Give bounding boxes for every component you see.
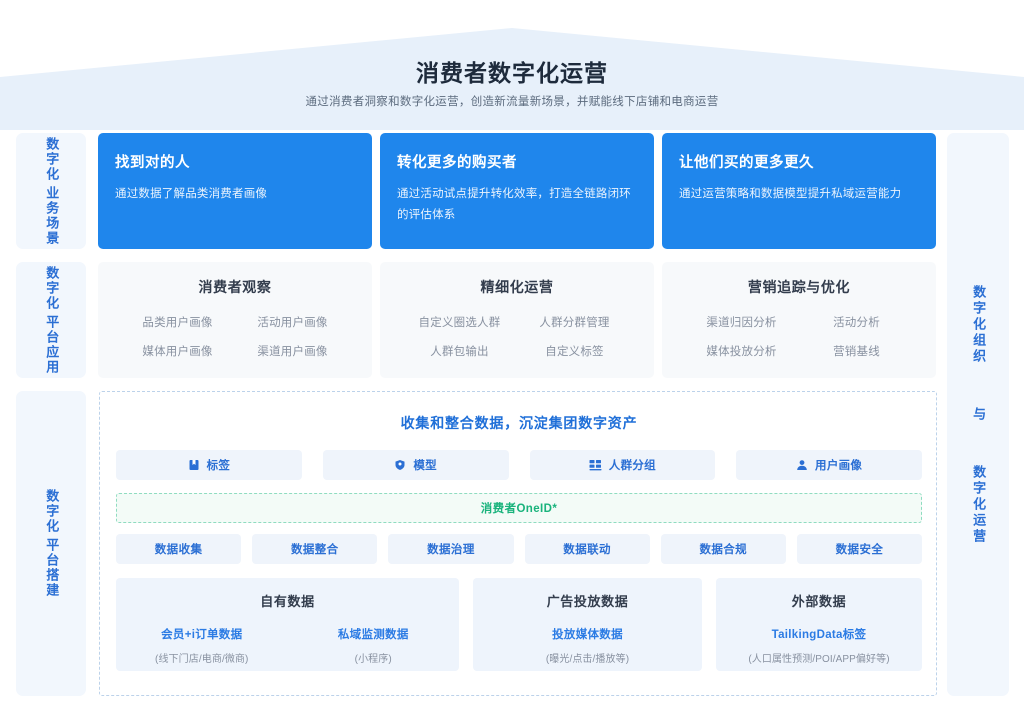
data-source-card-external[interactable]: 外部数据 TailkingData标签 (人口属性预测/POI/APP偏好等) [716,578,922,671]
digital-asset-chip-row: 标签 模型 人群分组 用户画像 [116,450,922,480]
scenario-card-desc: 通过运营策略和数据模型提升私域运营能力 [679,188,902,200]
governance-chip-governance[interactable]: 数据治理 [388,534,514,564]
right-rail-segment-3: 数字化运营 [971,464,987,545]
consumer-oneid-label: 消费者OneID* [480,503,558,515]
rail-label-primary: 数字化 [44,265,60,311]
application-item[interactable]: 活动分析 [833,317,880,329]
rail-label-secondary: 平台搭建 [44,538,60,598]
data-source-item: TailkingData标签 (人口属性预测/POI/APP偏好等) [716,626,922,665]
governance-chip-collection[interactable]: 数据收集 [116,534,242,564]
data-source-item-name: 投放媒体数据 [552,629,623,641]
application-card-title: 消费者观察 [198,279,272,295]
rail-label-secondary: 平台应用 [44,314,60,375]
scenario-card-desc: 通过活动试点提升转化效率，打造全链路闭环的评估体系 [397,188,631,222]
governance-chip-security[interactable]: 数据安全 [796,534,923,564]
data-source-item-note: (线下门店/电商/微商) [155,654,249,665]
application-item[interactable]: 媒体用户画像 [142,346,213,358]
group-grid-icon [589,459,602,471]
user-portrait-icon [796,459,808,471]
scenario-card-2[interactable]: 转化更多的购买者 通过活动试点提升转化效率，打造全链路闭环的评估体系 [380,133,654,249]
application-card-refined-operation[interactable]: 精细化运营 自定义圈选人群 人群分群管理 人群包输出 自定义标签 [380,262,654,378]
application-item-grid: 自定义圈选人群 人群分群管理 人群包输出 自定义标签 [380,314,654,359]
page-title: 消费者数字化运营 [416,60,608,86]
data-governance-chip-row: 数据收集 数据整合 数据治理 数据联动 数据合规 数据安全 [116,534,923,564]
rail-digital-organization: 数字化组织 与 数字化运营 [947,133,1009,696]
application-item[interactable]: 营销基线 [833,346,880,358]
application-item[interactable]: 人群分群管理 [539,317,610,329]
data-source-item-name: 会员+i订单数据 [161,629,243,641]
application-item[interactable]: 活动用户画像 [257,317,328,329]
data-source-title: 广告投放数据 [546,594,629,609]
data-source-item: 会员+i订单数据 (线下门店/电商/微商) [116,626,288,665]
application-item[interactable]: 渠道用户画像 [257,346,328,358]
asset-chip-user-portrait[interactable]: 用户画像 [736,450,922,480]
scenario-card-1[interactable]: 找到对的人 通过数据了解品类消费者画像 [98,133,372,249]
application-card-title: 营销追踪与优化 [747,279,851,295]
rail-label-primary: 数字化 [44,136,60,182]
right-rail-segment-2: 与 [971,406,987,423]
data-source-item-name: 私域监测数据 [337,629,409,641]
scenario-card-title: 让他们买的更多更久 [679,155,814,171]
model-shield-icon [394,459,406,471]
data-source-card-row: 自有数据 会员+i订单数据 (线下门店/电商/微商) 私域监测数据 (小程序) … [116,578,922,671]
scenario-card-title: 转化更多的购买者 [397,155,517,171]
consumer-oneid-banner: 消费者OneID* [116,493,922,523]
application-item[interactable]: 人群包输出 [430,346,489,358]
application-item[interactable]: 自定义圈选人群 [418,317,501,329]
rail-platform-build: 数字化 平台搭建 [16,391,86,696]
application-item[interactable]: 自定义标签 [545,346,604,358]
rail-label-secondary: 业务场景 [44,185,60,246]
asset-chip-crowd-group[interactable]: 人群分组 [529,450,716,480]
data-source-item-note: (曝光/点击/播放等) [545,654,630,665]
asset-chip-label: 人群分组 [608,460,656,472]
asset-chip-model[interactable]: 模型 [322,450,509,480]
scenario-card-desc: 通过数据了解品类消费者画像 [115,188,268,200]
governance-chip-linkage[interactable]: 数据联动 [524,534,650,564]
application-card-consumer-observation[interactable]: 消费者观察 品类用户画像 活动用户画像 媒体用户画像 渠道用户画像 [98,262,372,378]
scenario-card-3[interactable]: 让他们买的更多更久 通过运营策略和数据模型提升私域运营能力 [662,133,936,249]
data-source-title: 外部数据 [791,594,847,609]
application-card-title: 精细化运营 [480,279,554,295]
asset-chip-tag[interactable]: 标签 [116,450,302,480]
platform-build-title: 收集和整合数据，沉淀集团数字资产 [400,415,638,431]
asset-chip-label: 模型 [413,460,437,472]
scenario-card-title: 找到对的人 [115,155,190,171]
application-card-marketing-tracking[interactable]: 营销追踪与优化 渠道归因分析 活动分析 媒体投放分析 营销基线 [662,262,936,378]
data-source-title: 自有数据 [260,594,315,609]
rail-label-primary: 数字化 [44,489,60,534]
application-item[interactable]: 渠道归因分析 [706,317,777,329]
right-rail-segment-1: 数字化组织 [971,284,987,365]
application-item[interactable]: 品类用户画像 [142,317,213,329]
asset-chip-label: 用户画像 [815,460,863,472]
rail-platform-application: 数字化 平台应用 [16,262,86,378]
application-item[interactable]: 媒体投放分析 [706,346,777,358]
data-source-item-name: TailkingData标签 [771,629,867,641]
platform-build-zone: 收集和整合数据，沉淀集团数字资产 标签 模型 人群分组 [99,391,937,696]
data-source-item: 投放媒体数据 (曝光/点击/播放等) [473,626,702,665]
application-item-grid: 品类用户画像 活动用户画像 媒体用户画像 渠道用户画像 [98,314,372,359]
rail-business-scenario: 数字化 业务场景 [16,133,86,249]
tag-icon [188,459,200,471]
governance-chip-compliance[interactable]: 数据合规 [660,534,786,564]
page-subtitle: 通过消费者洞察和数字化运营，创造新流量新场景，并赋能线下店铺和电商运营 [305,96,719,108]
governance-chip-integration[interactable]: 数据整合 [252,534,378,564]
data-source-item-note: (小程序) [354,654,392,665]
application-item-grid: 渠道归因分析 活动分析 媒体投放分析 营销基线 [662,314,936,359]
data-source-card-advertising[interactable]: 广告投放数据 投放媒体数据 (曝光/点击/播放等) [473,578,702,671]
data-source-card-own[interactable]: 自有数据 会员+i订单数据 (线下门店/电商/微商) 私域监测数据 (小程序) [116,578,459,671]
data-source-item-note: (人口属性预测/POI/APP偏好等) [748,654,890,665]
data-source-item: 私域监测数据 (小程序) [288,626,460,665]
asset-chip-label: 标签 [206,460,231,472]
